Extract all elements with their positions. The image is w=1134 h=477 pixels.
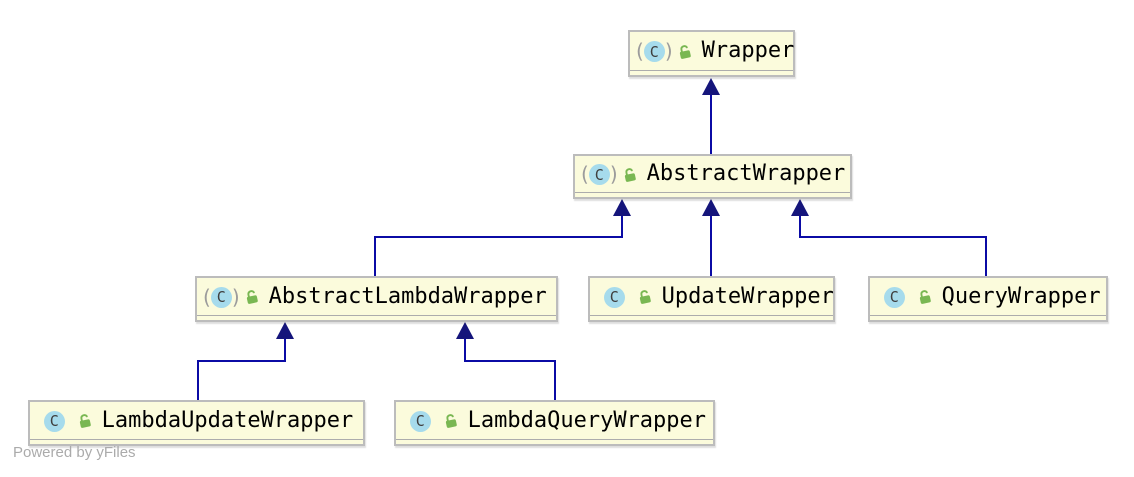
compartment-separator	[575, 192, 850, 193]
inheritance-edge-update-wrapper-to-abstract-wrapper[interactable]	[702, 199, 720, 276]
class-icon: (C)	[203, 284, 240, 309]
class-icon: (C)	[402, 410, 439, 432]
compartment-separator	[396, 439, 713, 440]
class-node-wrapper[interactable]: (C) Wrapper	[628, 30, 795, 77]
compartment-separator	[630, 70, 793, 71]
unlocked-padlock-icon	[79, 414, 91, 428]
class-name-label: LambdaQueryWrapper	[467, 407, 707, 433]
compartment-separator	[30, 439, 363, 440]
class-node-update-wrapper[interactable]: (C) UpdateWrapper	[588, 276, 835, 322]
class-node-query-wrapper[interactable]: (C) QueryWrapper	[868, 276, 1108, 322]
class-name-label: Wrapper	[701, 38, 795, 63]
class-icon: (C)	[636, 39, 673, 63]
unlocked-padlock-icon	[639, 290, 651, 304]
unlocked-padlock-icon	[679, 44, 691, 59]
inheritance-edge-lambda-query-wrapper-to-abstract-lambda-wrapper[interactable]	[456, 322, 556, 400]
unlocked-padlock-icon	[624, 167, 636, 182]
inheritance-edge-abstract-wrapper-to-wrapper[interactable]	[702, 78, 720, 154]
inheritance-edge-query-wrapper-to-abstract-wrapper[interactable]	[791, 199, 987, 276]
compartment-separator	[590, 315, 833, 316]
class-node-abstract-wrapper[interactable]: (C) AbstractWrapper	[573, 154, 852, 199]
class-icon: (C)	[876, 286, 913, 308]
class-node-abstract-lambda-wrapper[interactable]: (C) AbstractLambdaWrapper	[195, 276, 558, 322]
unlocked-padlock-icon	[445, 414, 457, 428]
compartment-separator	[870, 315, 1106, 316]
inheritance-edge-lambda-update-wrapper-to-abstract-lambda-wrapper[interactable]	[197, 322, 294, 400]
yfiles-watermark: Powered by yFiles	[13, 444, 136, 461]
class-name-label: UpdateWrapper	[661, 283, 834, 309]
class-node-lambda-query-wrapper[interactable]: (C) LambdaQueryWrapper	[394, 400, 715, 446]
class-node-lambda-update-wrapper[interactable]: (C) LambdaUpdateWrapper	[28, 400, 365, 446]
class-name-label: AbstractWrapper	[646, 161, 846, 186]
unlocked-padlock-icon	[246, 290, 258, 304]
class-icon: (C)	[581, 162, 618, 186]
unlocked-padlock-icon	[919, 290, 931, 304]
class-name-label: LambdaUpdateWrapper	[101, 407, 354, 433]
compartment-separator	[197, 315, 556, 316]
inheritance-edge-abstract-lambda-wrapper-to-abstract-wrapper[interactable]	[374, 199, 631, 276]
class-name-label: AbstractLambdaWrapper	[268, 283, 547, 309]
class-icon: (C)	[36, 410, 73, 432]
class-icon: (C)	[596, 286, 633, 308]
class-name-label: QueryWrapper	[941, 283, 1101, 309]
